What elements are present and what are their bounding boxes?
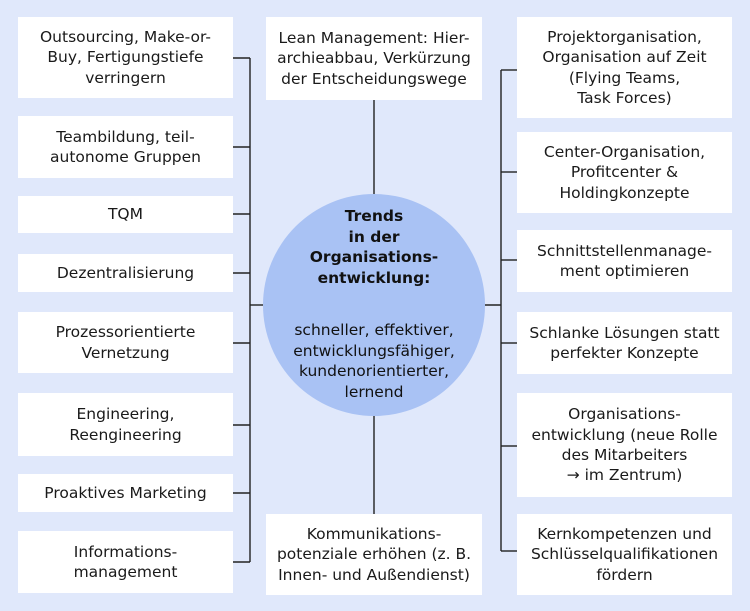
- trend-box-dezentralisierung: Dezentralisierung: [18, 254, 233, 292]
- trend-box-proaktives-marketing: Proaktives Marketing: [18, 474, 233, 512]
- trend-box-engineering: Engineering, Reengineering: [18, 393, 233, 456]
- trend-box-kommunikationspotenziale: Kommunikations- potenziale erhöhen (z. B…: [266, 514, 482, 595]
- trend-box-organisationsentwicklung: Organisations- entwicklung (neue Rolle d…: [517, 393, 732, 497]
- trend-box-schnittstellenmanagement: Schnittstellenmanage- ment optimieren: [517, 230, 732, 292]
- trend-box-center-organisation: Center-Organisation, Profitcenter & Hold…: [517, 132, 732, 213]
- trend-box-outsourcing: Outsourcing, Make-or- Buy, Fertigungstie…: [18, 17, 233, 98]
- trend-box-projektorganisation: Projektorganisation, Organisation auf Ze…: [517, 17, 732, 118]
- center-subtitle: schneller, effektiver, entwicklungsfähig…: [293, 321, 455, 401]
- trend-box-lean-management: Lean Management: Hier- archieabbau, Verk…: [266, 17, 482, 100]
- trend-box-teambildung: Teambildung, teil- autonome Gruppen: [18, 116, 233, 178]
- trend-box-tqm: TQM: [18, 196, 233, 233]
- center-title: Trends in der Organisations- entwicklung…: [309, 207, 439, 287]
- trend-box-prozessorientierte-vernetzung: Prozessorientierte Vernetzung: [18, 312, 233, 373]
- trend-box-kernkompetenzen: Kernkompetenzen und Schlüsselqualifikati…: [517, 514, 732, 595]
- trend-box-schlanke-loesungen: Schlanke Lösungen statt perfekter Konzep…: [517, 312, 732, 374]
- center-circle: Trends in der Organisations- entwicklung…: [263, 194, 485, 416]
- trend-box-informationsmanagement: Informations- management: [18, 531, 233, 593]
